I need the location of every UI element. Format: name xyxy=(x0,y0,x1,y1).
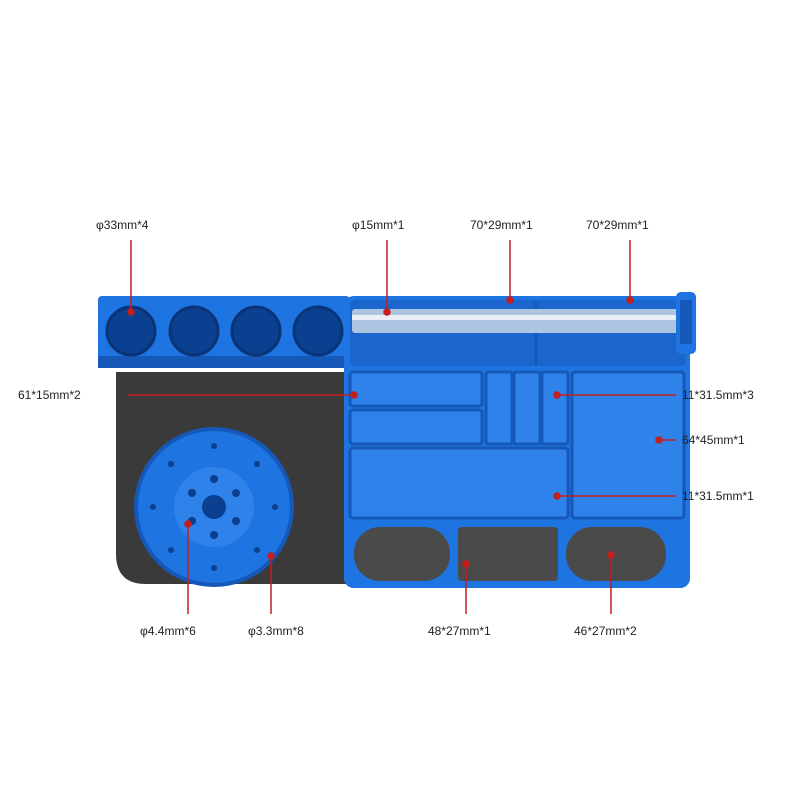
label-cup-holes: φ33mm*4 xyxy=(96,218,149,232)
label-left-slots: 61*15mm*2 xyxy=(18,388,81,402)
label-tube-slot: φ15mm*1 xyxy=(352,218,405,232)
main-tray xyxy=(344,292,696,588)
cup-holder-block xyxy=(98,296,350,368)
dimension-pointers xyxy=(127,240,676,614)
cup-hole xyxy=(294,307,342,355)
left-slot-lower xyxy=(348,408,484,446)
bottom-tray-right xyxy=(566,527,666,581)
label-narrow-slots: 11*31.5mm*3 xyxy=(682,388,754,402)
bottom-tray-left xyxy=(354,527,450,581)
wide-bin xyxy=(348,446,570,520)
label-top-slot-right: 70*29mm*1 xyxy=(586,218,649,232)
clear-tube xyxy=(352,309,682,333)
narrow-slot xyxy=(484,370,514,446)
bottom-tray-center xyxy=(458,527,558,581)
bit-holder-disc xyxy=(134,427,294,587)
label-bottom-side-trays: 46*27mm*2 xyxy=(574,624,637,638)
cup-hole xyxy=(232,307,280,355)
label-bottom-center-tray: 48*27mm*1 xyxy=(428,624,491,638)
left-slot-upper xyxy=(348,370,484,408)
large-bin xyxy=(570,370,686,520)
narrow-slot xyxy=(540,370,570,446)
narrow-slot xyxy=(512,370,542,446)
label-tiny-holes: φ3.3mm*8 xyxy=(248,624,304,638)
label-small-holes: φ4.4mm*6 xyxy=(140,624,196,638)
label-wide-bin: 11*31.5mm*1 xyxy=(682,489,754,503)
label-large-bin: 64*45mm*1 xyxy=(682,433,745,447)
cup-hole xyxy=(170,307,218,355)
label-top-slot-center: 70*29mm*1 xyxy=(470,218,533,232)
cup-hole xyxy=(107,307,155,355)
